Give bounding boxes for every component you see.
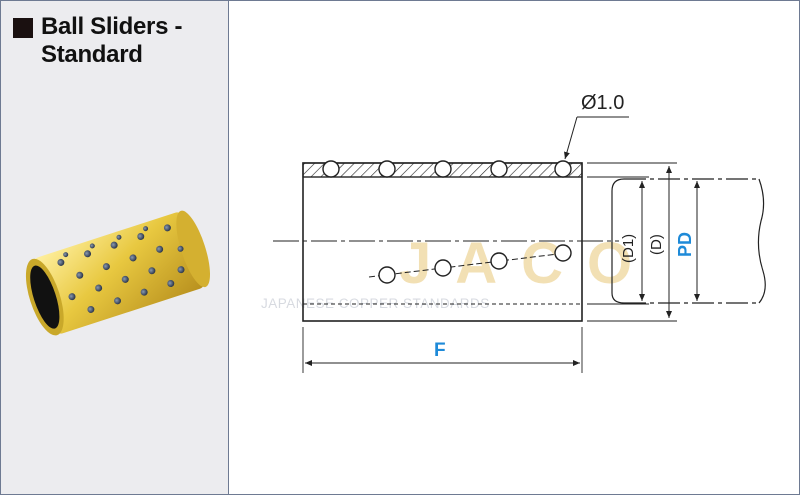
dim-d-label: (D) (648, 234, 665, 255)
ball-diameter-callout: Ø1.0 (564, 92, 629, 160)
ball (322, 160, 340, 178)
panel-divider (228, 0, 229, 495)
dim-f-label: F (434, 340, 446, 361)
extension-lines (302, 162, 677, 373)
dim-pd-label: PD (675, 232, 695, 257)
technical-drawing: JACO JAPANESE COPPER STANDARDS (261, 92, 766, 373)
dim-d1-label: (D1) (620, 234, 637, 263)
watermark: JACO JAPANESE COPPER STANDARDS (261, 231, 632, 311)
drawing-panel: JACO JAPANESE COPPER STANDARDS (229, 1, 799, 494)
ball (378, 266, 396, 284)
top-ball-row (322, 160, 572, 178)
dimension-d1: (D1) (620, 181, 645, 301)
ball (554, 160, 572, 178)
dimension-d: (D) (648, 166, 672, 318)
dimension-pd: PD (675, 181, 700, 301)
ball-slider-cylinder-icon (25, 210, 211, 336)
ball (434, 259, 452, 277)
title-bullet-icon (13, 18, 33, 38)
ball (434, 160, 452, 178)
ball (490, 160, 508, 178)
title-line-1: Ball Sliders - (41, 13, 183, 40)
product-photo (25, 210, 211, 336)
dimension-f: F (305, 340, 580, 366)
left-panel: Ball Sliders - Standard (1, 1, 228, 494)
title-line-2: Standard (41, 41, 143, 68)
shaft-outline (611, 178, 766, 304)
ball (378, 160, 396, 178)
ball (490, 252, 508, 270)
ball (554, 244, 572, 262)
ball-diameter-label: Ø1.0 (581, 92, 624, 114)
helical-ball-row (368, 244, 575, 284)
page-title: Ball Sliders - Standard (41, 13, 226, 69)
